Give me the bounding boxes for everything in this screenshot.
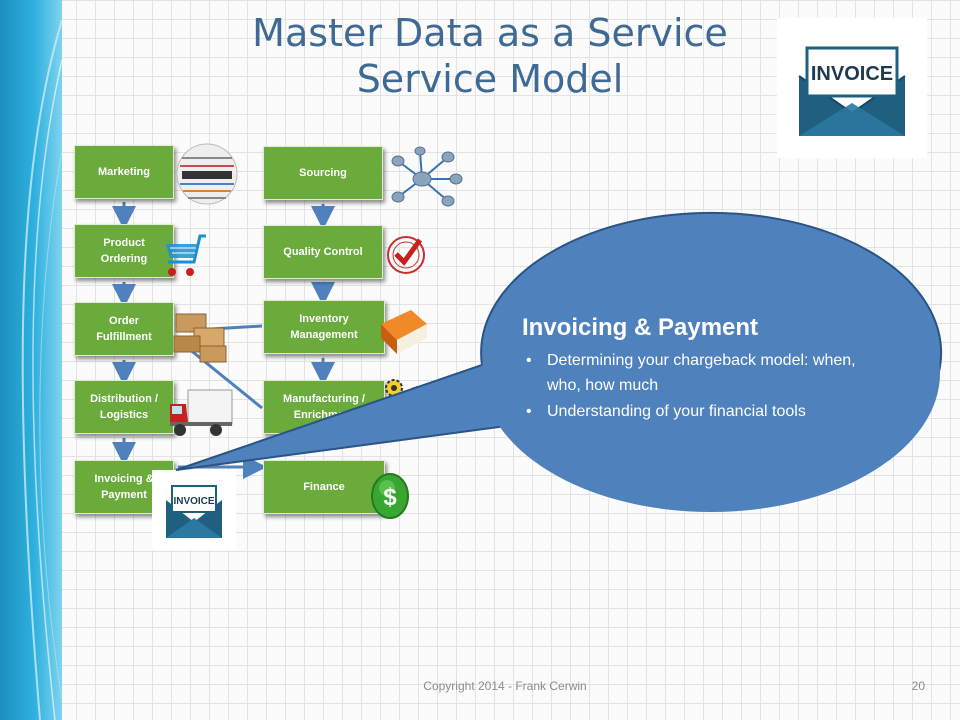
box-label: Invoicing & Payment (94, 473, 154, 501)
slide-footer: Copyright 2014 - Frank Cerwin (423, 679, 587, 693)
box-label: Marketing (98, 166, 150, 178)
certified-stamp-icon (384, 230, 428, 280)
box-label: Inventory Management (290, 313, 358, 341)
page-number: 20 (911, 679, 925, 693)
marketing-word-sphere-icon (176, 138, 238, 210)
title-line-2: Service Model (356, 57, 624, 101)
process-box-product-ordering: Product Ordering (74, 224, 174, 278)
left-decorative-bar (0, 0, 62, 720)
network-database-icon (386, 145, 466, 213)
callout-title: Invoicing & Payment (522, 314, 759, 341)
invoice-envelope-icon: INVOICE (152, 470, 236, 550)
box-label: Distribution / Logistics (90, 393, 158, 421)
callout-bullet: •Determining your chargeback model: when… (526, 352, 856, 394)
callout-content: Invoicing & Payment •Determining your ch… (522, 312, 892, 425)
process-box-inventory-management: Inventory Management (263, 300, 385, 354)
process-box-quality-control: Quality Control (263, 225, 383, 279)
process-box-marketing: Marketing (74, 145, 174, 199)
process-box-sourcing: Sourcing (263, 146, 383, 200)
box-label: Sourcing (299, 167, 347, 179)
box-label: Order Fulfillment (96, 315, 152, 343)
svg-text:$: $ (383, 484, 397, 511)
process-box-finance: Finance (263, 460, 385, 514)
boxes-icon (170, 310, 232, 364)
box-label: Quality Control (283, 246, 363, 258)
invoice-label: INVOICE (173, 496, 214, 507)
process-box-distribution-logistics: Distribution / Logistics (74, 380, 174, 434)
box-label: Finance (303, 481, 345, 493)
callout-bullet: •Understanding of your financial tools (526, 403, 806, 420)
title-line-1: Master Data as a Service (252, 11, 728, 55)
book-icon (375, 306, 431, 358)
dollar-coin-icon: $ (370, 472, 410, 520)
slide-title: Master Data as a Service Service Model (180, 10, 800, 102)
process-box-order-fulfillment: Order Fulfillment (74, 302, 174, 356)
shopping-cart-icon (160, 232, 210, 280)
delivery-truck-icon (168, 386, 234, 438)
box-label: Product Ordering (100, 237, 148, 265)
invoice-label: INVOICE (811, 63, 893, 85)
invoice-envelope-icon: INVOICE (777, 18, 927, 158)
callout-bullet-list: •Determining your chargeback model: when… (522, 348, 892, 424)
